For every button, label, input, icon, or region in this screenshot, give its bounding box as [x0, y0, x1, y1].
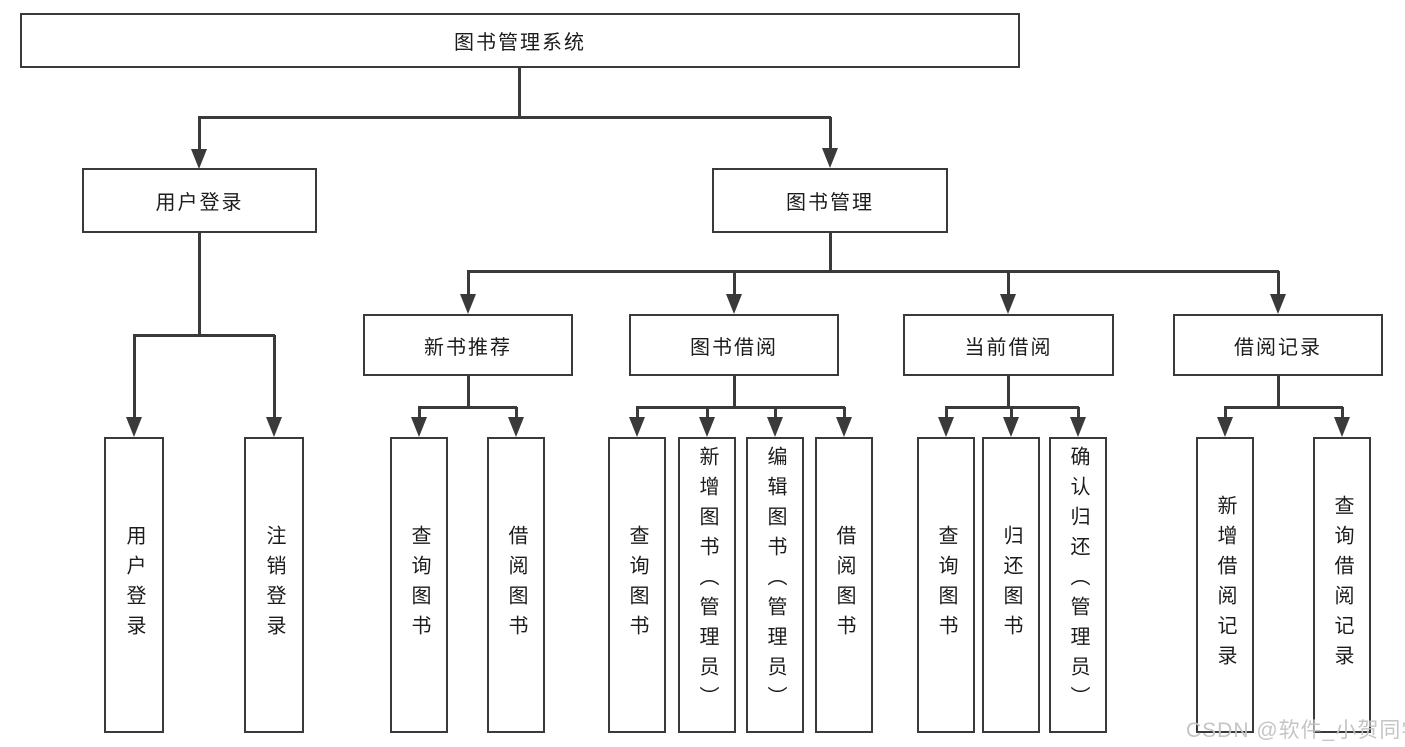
leaf-currentborrow-return-books: 归还图书: [982, 437, 1040, 733]
arrow-down-icon: [266, 417, 282, 437]
arrow-down-icon: [822, 148, 838, 168]
arrow-down-icon: [411, 417, 427, 437]
arrow-down-icon: [460, 294, 476, 314]
arrow-down-icon: [1003, 417, 1019, 437]
leaf-bookborrow-borrow-books: 借阅图书: [815, 437, 873, 733]
leaf-bookborrow-add-books-admin: 新增图书（管理员）: [678, 437, 736, 733]
node-current-borrow-label: 当前借阅: [964, 336, 1053, 359]
node-current-borrow: 当前借阅: [903, 314, 1114, 376]
connector-stem-leaf: [945, 407, 948, 421]
connector-stem-leaf: [843, 407, 846, 421]
node-new-book-recommend: 新书推荐: [363, 314, 573, 376]
arrow-down-icon: [191, 149, 207, 169]
leaf-records-query-record: 查询借阅记录: [1313, 437, 1371, 733]
leaf-newbooks-borrow-books: 借阅图书: [487, 437, 545, 733]
connector-bookmgmt-drop: [829, 233, 832, 272]
connector-stem-leaf: [774, 407, 777, 421]
leaf-newbooks-query-books-label: 查询图书: [408, 525, 430, 645]
arrow-down-icon: [1070, 417, 1086, 437]
connector-bookmgmt-hbar: [467, 270, 1279, 273]
node-book-borrow: 图书借阅: [629, 314, 839, 376]
node-user-login: 用户登录: [82, 168, 317, 233]
arrow-down-icon: [726, 294, 742, 314]
leaf-currentborrow-confirm-return-admin: 确认归还（管理员）: [1049, 437, 1107, 733]
arrow-down-icon: [938, 417, 954, 437]
connector-stem-user-login: [198, 117, 201, 153]
connector-stem-new-books: [467, 271, 470, 297]
connector-records-hbar: [1224, 406, 1343, 409]
connector-bookborrow-hbar: [636, 406, 845, 409]
csdn-watermark: CSDN @软件_小贺同学: [1186, 719, 1405, 742]
connector-bookborrow-drop: [733, 375, 736, 408]
leaf-currentborrow-return-books-label: 归还图书: [1000, 525, 1022, 645]
leaf-bookborrow-query-books: 查询图书: [608, 437, 666, 733]
arrow-down-icon: [836, 417, 852, 437]
leaf-user-login: 用户登录: [104, 437, 164, 733]
connector-newbooks-drop: [467, 375, 470, 408]
arrow-down-icon: [1217, 417, 1233, 437]
connector-stem-book-management: [829, 117, 832, 152]
connector-stem-leaf: [418, 407, 421, 421]
leaf-logout: 注销登录: [244, 437, 304, 733]
connector-stem-leaf: [133, 335, 136, 419]
leaf-bookborrow-edit-books-admin-label: 编辑图书（管理员）: [764, 446, 786, 716]
leaf-records-add-record: 新增借阅记录: [1196, 437, 1254, 733]
leaf-user-login-label: 用户登录: [123, 525, 145, 645]
connector-userlogin-drop: [198, 233, 201, 336]
arrow-down-icon: [126, 417, 142, 437]
leaf-logout-label: 注销登录: [263, 525, 285, 645]
connector-stem-leaf: [1224, 407, 1227, 421]
leaf-bookborrow-edit-books-admin: 编辑图书（管理员）: [746, 437, 804, 733]
connector-stem-leaf: [636, 407, 639, 421]
connector-root-hbar: [198, 116, 831, 119]
connector-stem-current-borrow: [1007, 271, 1010, 297]
node-new-book-recommend-label: 新书推荐: [424, 336, 512, 359]
connector-stem-borrow-records: [1277, 271, 1280, 297]
connector-root-drop: [518, 68, 521, 117]
node-root-label: 图书管理系统: [454, 32, 586, 54]
arrow-down-icon: [1334, 417, 1350, 437]
node-root: 图书管理系统: [20, 13, 1020, 68]
arrow-down-icon: [699, 417, 715, 437]
node-book-management: 图书管理: [712, 168, 948, 233]
leaf-currentborrow-query-books: 查询图书: [917, 437, 975, 733]
node-book-borrow-label: 图书借阅: [690, 336, 778, 359]
connector-stem-leaf: [273, 335, 276, 419]
connector-userlogin-hbar: [133, 334, 275, 337]
leaf-currentborrow-confirm-return-admin-label: 确认归还（管理员）: [1067, 446, 1089, 716]
connector-stem-leaf: [706, 407, 709, 421]
node-borrow-records: 借阅记录: [1173, 314, 1383, 376]
node-borrow-records-label: 借阅记录: [1234, 336, 1322, 359]
leaf-newbooks-query-books: 查询图书: [390, 437, 448, 733]
node-user-login-label: 用户登录: [155, 192, 244, 214]
arrow-down-icon: [767, 417, 783, 437]
connector-stem-leaf: [515, 407, 518, 421]
connector-records-drop: [1277, 375, 1280, 408]
leaf-bookborrow-add-books-admin-label: 新增图书（管理员）: [696, 446, 718, 716]
connector-stem-leaf: [1341, 407, 1344, 421]
leaf-newbooks-borrow-books-label: 借阅图书: [505, 525, 527, 645]
connector-newbooks-hbar: [418, 406, 517, 409]
arrow-down-icon: [508, 417, 524, 437]
node-book-management-label: 图书管理: [786, 192, 874, 214]
leaf-currentborrow-query-books-label: 查询图书: [935, 525, 957, 645]
connector-stem-leaf: [1010, 407, 1013, 421]
arrow-down-icon: [1270, 294, 1286, 314]
connector-stem-leaf: [1077, 407, 1080, 421]
arrow-down-icon: [629, 417, 645, 437]
leaf-records-add-record-label: 新增借阅记录: [1214, 495, 1236, 675]
connector-currentborrow-drop: [1007, 375, 1010, 408]
leaf-records-query-record-label: 查询借阅记录: [1331, 495, 1353, 675]
arrow-down-icon: [1000, 294, 1016, 314]
leaf-bookborrow-query-books-label: 查询图书: [626, 525, 648, 645]
leaf-bookborrow-borrow-books-label: 借阅图书: [833, 525, 855, 645]
connector-stem-book-borrow: [733, 271, 736, 297]
